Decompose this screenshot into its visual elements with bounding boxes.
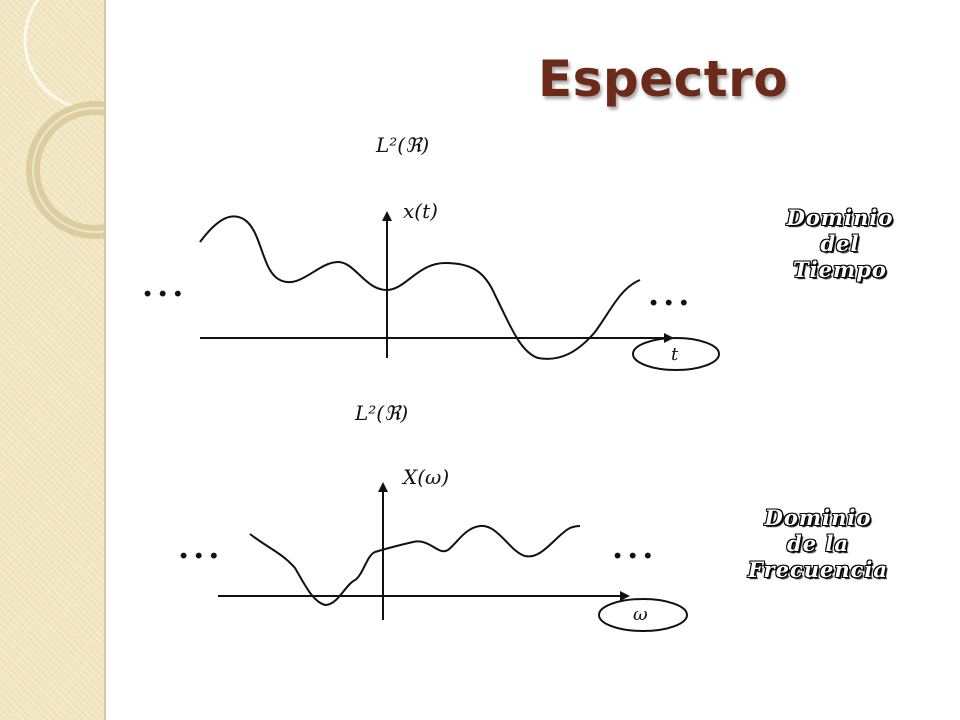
slide-title: Espectro xyxy=(538,50,789,108)
time-ellipsis-left: ... xyxy=(142,266,187,304)
decorative-side-panel xyxy=(0,0,106,720)
frequency-ellipsis-left: ... xyxy=(178,528,223,566)
frequency-caption-line-2: de la xyxy=(787,531,849,556)
time-domain-caption: Dominio del Tiempo xyxy=(765,205,915,283)
time-space-label: L²(ℜ) xyxy=(375,133,429,157)
frequency-axis-highlight-ellipse xyxy=(598,598,688,632)
frequency-domain-caption: Dominio de la Frecuencia xyxy=(718,505,918,583)
time-signal-curve xyxy=(199,215,641,360)
time-caption-line-1: Dominio xyxy=(786,205,894,230)
frequency-spectrum-curve xyxy=(249,524,581,607)
frequency-ellipsis-right: ... xyxy=(612,528,657,566)
time-function-label: x(t) xyxy=(403,199,438,223)
time-domain-plot: L²(ℜ) x(t) ... ... t xyxy=(142,133,720,371)
frequency-axis-label: ω xyxy=(633,604,648,625)
time-ellipsis-right: ... xyxy=(648,275,693,313)
time-caption-line-3: Tiempo xyxy=(793,257,887,282)
time-axis-highlight-ellipse xyxy=(632,337,720,371)
frequency-caption-line-1: Dominio xyxy=(764,505,872,530)
frequency-domain-plot: L²(ℜ) X(ω) ... ... ω xyxy=(178,401,688,632)
time-axis-label: t xyxy=(671,344,679,365)
frequency-function-label: X(ω) xyxy=(401,465,449,489)
time-caption-line-2: del xyxy=(820,231,860,256)
decorative-rings xyxy=(23,0,104,239)
frequency-space-label: L²(ℜ) xyxy=(354,401,408,425)
frequency-caption-line-3: Frecuencia xyxy=(747,557,889,582)
